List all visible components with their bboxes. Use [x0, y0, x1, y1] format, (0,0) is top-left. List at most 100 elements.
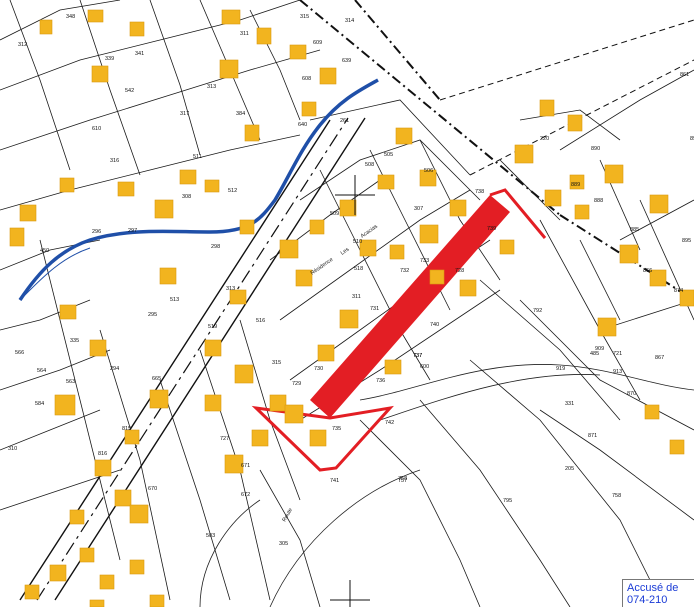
- parcel-number: 870: [627, 391, 636, 397]
- parcel-number: 296: [92, 229, 101, 235]
- parcel-number: 519: [208, 324, 217, 330]
- parcel-number: 511: [193, 154, 202, 160]
- parcel-number: 450: [40, 248, 49, 254]
- parcel-number: 297: [128, 228, 137, 234]
- parcel-number: 335: [70, 338, 79, 344]
- parcel-number: 516: [256, 318, 265, 324]
- parcel-number: 742: [385, 420, 394, 426]
- parcel-number: 563: [66, 379, 75, 385]
- parcel-number: 298: [211, 244, 220, 250]
- parcel-number: 888: [594, 198, 603, 204]
- parcel-number: 510: [353, 239, 362, 245]
- parcel-number: 503: [206, 533, 215, 539]
- parcel-number: 348: [66, 14, 75, 20]
- parcel-number: 671: [241, 463, 250, 469]
- parcel-number: 610: [92, 126, 101, 132]
- parcel-number: 341: [135, 51, 144, 57]
- parcel-number: 861: [680, 72, 689, 78]
- parcel-number: 757: [398, 478, 407, 484]
- parcel-number: 261: [340, 118, 349, 124]
- parcel-number: 315: [272, 360, 281, 366]
- parcel-number: 729: [292, 381, 301, 387]
- parcel-number: 566: [15, 350, 24, 356]
- parcel-number: 313: [207, 84, 216, 90]
- parcel-number: 721: [613, 351, 622, 357]
- parcel-number: 506: [424, 168, 433, 174]
- parcel-number: 311: [352, 294, 361, 300]
- parcel-number: 305: [279, 541, 288, 547]
- parcel-number: 312: [18, 42, 27, 48]
- road-label-les: Les: [340, 246, 351, 256]
- parcel-number: 737: [413, 353, 422, 359]
- parcel-number: 485: [590, 351, 599, 357]
- parcel-number: 866: [643, 268, 652, 274]
- parcel-number: 874: [674, 288, 683, 294]
- parcel-number: 670: [148, 486, 157, 492]
- parcel-number: 735: [332, 426, 341, 432]
- parcel-number: 815: [122, 426, 131, 432]
- parcel-number: 727: [220, 436, 229, 442]
- parcel-number: 795: [503, 498, 512, 504]
- survey-cross: [330, 175, 375, 607]
- parcel-number: 816: [98, 451, 107, 457]
- parcel-number: 890: [591, 146, 600, 152]
- parcel-number: 564: [37, 368, 46, 374]
- parcel-number: 758: [612, 493, 621, 499]
- parcel-number: 919: [556, 366, 565, 372]
- parcel-number: 600: [420, 364, 429, 370]
- parcel-number: 730: [314, 366, 323, 372]
- parcel-number: 893: [690, 136, 694, 142]
- parcel-number: 307: [414, 206, 423, 212]
- parcel-number: 758: [398, 476, 407, 482]
- parcel-number: 512: [228, 188, 237, 194]
- parcel-number: 732: [400, 268, 409, 274]
- parcel-number: 639: [342, 58, 351, 64]
- parcel-number: 294: [110, 366, 119, 372]
- parcel-number: 311: [240, 31, 249, 37]
- parcel-number: 867: [655, 355, 664, 361]
- parcel-number: 317: [180, 111, 189, 117]
- parcel-number: 737: [413, 353, 422, 359]
- parcel-number: 513: [170, 297, 179, 303]
- curved-lines: [199, 364, 694, 607]
- parcel-number: 889: [571, 182, 580, 188]
- parcel-number: 913: [613, 369, 622, 375]
- parcel-number: 205: [565, 466, 574, 472]
- parcel-number: 895: [682, 238, 691, 244]
- parcel-number: 731: [370, 306, 379, 312]
- parcel-number: 339: [105, 56, 114, 62]
- parcel-number: 313: [226, 286, 235, 292]
- parcel-number: 792: [533, 308, 542, 314]
- parcel-number: 220: [540, 136, 549, 142]
- parcel-number: 733: [420, 258, 429, 264]
- acknowledgement-stamp: Accusé de 074-210: [622, 579, 694, 607]
- parcel-number: 316: [110, 158, 119, 164]
- parcel-number: 310: [8, 446, 17, 452]
- parcel-number: 542: [125, 88, 134, 94]
- parcel-number: 640: [298, 122, 307, 128]
- parcel-number: 728: [455, 268, 464, 274]
- parcel-number: 738: [475, 189, 484, 195]
- parcel-number: 608: [302, 76, 311, 82]
- parcel-number: 508: [365, 162, 374, 168]
- buildings: [9, 9, 694, 607]
- parcel-number: 331: [565, 401, 574, 407]
- parcel-number: 736: [376, 378, 385, 384]
- stamp-line-1: Accusé de: [627, 582, 679, 594]
- parcel-number: 909: [595, 346, 604, 352]
- parcel-number: 509: [330, 211, 339, 217]
- parcel-number: 609: [313, 40, 322, 46]
- parcel-number: 384: [236, 111, 245, 117]
- parcel-number: 308: [182, 194, 191, 200]
- project-highlight: [251, 188, 547, 472]
- parcel-number: 740: [430, 322, 439, 328]
- parcel-number: 672: [241, 492, 250, 498]
- stamp-line-2: 074-210: [627, 594, 668, 606]
- parcel-number: 741: [330, 478, 339, 484]
- parcel-number: 665: [152, 376, 161, 382]
- parcel-number: 314: [345, 18, 354, 24]
- parcel-labels: 348 315 314 312 339 341 311 609 639 608 542 313 384 6…: [8, 14, 694, 547]
- parcel-number: 505: [384, 152, 393, 158]
- parcel-number: 315: [300, 14, 309, 20]
